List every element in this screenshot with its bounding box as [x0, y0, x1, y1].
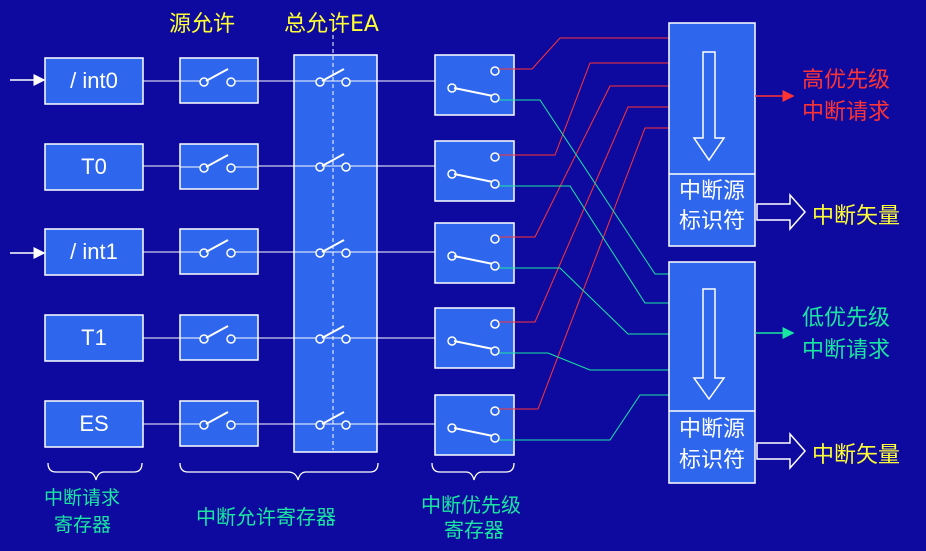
high-priority-block — [668, 22, 756, 247]
vector-arrow-low — [756, 432, 807, 470]
high-block-line1: 中断源 — [678, 179, 745, 204]
vector-label-low: 中断矢量 — [812, 443, 901, 468]
low-request-label-1: 低优先级 — [802, 306, 891, 331]
master-enable-header: 总允许EA — [284, 12, 379, 37]
vector-label-high: 中断矢量 — [812, 204, 901, 229]
request-register — [44, 57, 144, 448]
int0-box — [44, 57, 144, 105]
high-request-label-2: 中断请求 — [802, 100, 891, 125]
source-label-int0: / int0 — [70, 68, 118, 93]
source-label-t0: T0 — [81, 154, 107, 179]
es-box — [44, 400, 144, 448]
vector-arrow-high — [756, 193, 807, 231]
t0-box — [44, 143, 144, 191]
source-switch — [179, 143, 259, 190]
low-block-line1: 中断源 — [678, 417, 745, 442]
t1-box — [44, 314, 144, 362]
source-enable-header: 源允许 — [169, 12, 236, 37]
bottom-braces — [47, 462, 515, 481]
source-enable-switches — [179, 57, 259, 447]
source-switch — [179, 400, 259, 447]
low-priority-block — [668, 261, 756, 484]
low-priority-routes — [514, 99, 670, 441]
source-label-t1: T1 — [81, 325, 107, 350]
high-block-line2: 标识符 — [678, 209, 745, 234]
master-enable-ea — [293, 28, 378, 453]
source-switch — [179, 228, 259, 275]
request-register-label-2: 寄存器 — [54, 514, 112, 536]
low-request-label-2: 中断请求 — [802, 338, 891, 363]
source-label-es: ES — [79, 411, 109, 436]
source-switch — [179, 57, 259, 104]
priority-switches — [434, 54, 515, 456]
priority-register-label-2: 寄存器 — [444, 518, 504, 542]
high-request-label-1: 高优先级 — [802, 68, 891, 93]
enable-register-label: 中断允许寄存器 — [196, 505, 336, 529]
high-priority-routes — [514, 37, 670, 410]
source-label-int1: / int1 — [70, 239, 118, 264]
source-switch — [179, 314, 259, 361]
int1-box — [44, 228, 144, 276]
request-register-label-1: 中断请求 — [44, 487, 121, 509]
low-block-line2: 标识符 — [678, 448, 745, 473]
priority-register-label-1: 中断优先级 — [421, 493, 521, 517]
